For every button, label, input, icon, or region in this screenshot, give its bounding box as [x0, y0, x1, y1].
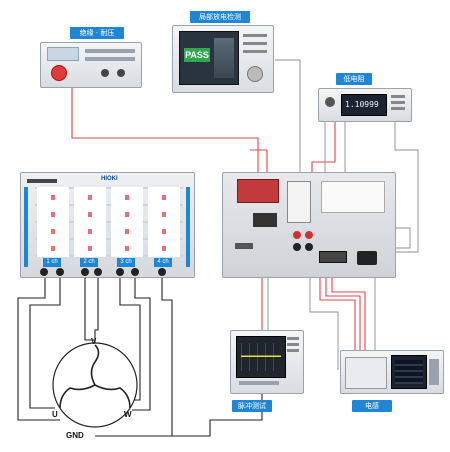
- ch3-terminal-b[interactable]: [131, 268, 139, 276]
- ch4-wire: [95, 275, 173, 437]
- channel-3-label: 3 ch: [117, 258, 135, 267]
- ch2-terminal-b[interactable]: [94, 268, 102, 276]
- scanner-to-analyzer-wire-1: [319, 275, 356, 370]
- power-analyzer-device[interactable]: [340, 350, 444, 394]
- pass-indicator: PASS: [184, 48, 210, 62]
- scanner-to-analyzer-wire-gray: [309, 272, 339, 370]
- surge-tester-screen: [236, 336, 286, 378]
- rear-hv-port[interactable]: [253, 213, 277, 227]
- rear-black-jack-1[interactable]: [293, 243, 301, 251]
- rotary-knob[interactable]: [247, 66, 263, 82]
- analyzer-screen: [391, 355, 427, 389]
- scanner-left-rail: [24, 187, 28, 267]
- meter-keys-2: [391, 101, 405, 104]
- rear-white-module: [287, 181, 311, 223]
- scanner-relay-indicators: [35, 187, 183, 257]
- rear-red-jack-2[interactable]: [305, 231, 313, 239]
- resistance-to-scanner-wire-c: [380, 120, 419, 253]
- rear-black-jack-2[interactable]: [305, 243, 313, 251]
- insulation-to-scanner-wire: [71, 88, 259, 186]
- analyzer-side-keys: [429, 359, 439, 385]
- resistance-meter-label: 低电阻: [336, 73, 372, 85]
- scanner-to-analyzer-wire-2: [325, 275, 361, 370]
- rear-red-connector-block[interactable]: [237, 179, 279, 203]
- meter-keys-3: [391, 107, 405, 110]
- surge-waveform: [241, 343, 281, 371]
- ground-label: GND: [66, 431, 84, 440]
- ch2-terminal-a[interactable]: [81, 268, 89, 276]
- panel-buttons-3: [243, 50, 267, 53]
- insulation-tester-knob-2[interactable]: [117, 69, 125, 77]
- resistance-meter-device[interactable]: 1.10999: [318, 88, 412, 122]
- phase-u-label: U: [52, 410, 58, 419]
- phase-w-label: W: [124, 410, 132, 419]
- ch4-terminal[interactable]: [158, 268, 166, 276]
- rear-interface-connector[interactable]: [319, 251, 347, 263]
- analyzer-readouts: [395, 360, 423, 384]
- channel-1-label: 1 ch: [43, 258, 61, 267]
- motor-windings: [59, 344, 131, 409]
- power-analyzer-label: 电感: [352, 400, 392, 412]
- resistance-reading: 1.10999: [345, 100, 379, 109]
- insulation-tester-keypad-row: [85, 57, 135, 61]
- rear-label-plate: [321, 181, 385, 213]
- surge-tester-device[interactable]: [230, 330, 304, 394]
- scanner-to-analyzer-wire-3: [331, 275, 366, 370]
- ch1-terminal-b[interactable]: [56, 268, 64, 276]
- insulation-tester-keypad: [85, 49, 135, 53]
- phase-v-label: V: [91, 337, 97, 346]
- partial-discharge-device[interactable]: PASS: [172, 25, 274, 93]
- channel-scanner-device[interactable]: HIOKI 1 ch 2 ch 3 ch 4 ch: [20, 172, 195, 278]
- insulation-tester-device[interactable]: [40, 42, 142, 88]
- rear-serial-port[interactable]: [235, 243, 253, 249]
- ch3-terminal-a[interactable]: [116, 268, 124, 276]
- ch2-wire-a: [84, 275, 95, 341]
- insulation-tester-display: [47, 47, 79, 61]
- insulation-tester-label: 绝缘 · 耐压: [70, 27, 124, 39]
- rear-power-inlet[interactable]: [357, 251, 377, 265]
- screen-graph-area: [214, 38, 234, 78]
- ch1-terminal-a[interactable]: [40, 268, 48, 276]
- emergency-stop-button[interactable]: [51, 65, 67, 81]
- ch1-wire-b: [29, 275, 61, 409]
- surge-keys: [287, 337, 299, 340]
- resistance-meter-display: 1.10999: [341, 94, 387, 116]
- surge-keys-2: [287, 343, 299, 346]
- scanner-brand: HIOKI: [101, 176, 118, 182]
- scanner-right-rail: [186, 187, 190, 267]
- surge-bottom-keys: [239, 381, 279, 385]
- rear-panel-device[interactable]: [222, 172, 396, 278]
- insulation-tester-knob[interactable]: [101, 69, 109, 77]
- scanner-header-bar: [27, 179, 57, 183]
- panel-buttons-2: [243, 42, 267, 45]
- meter-keys: [391, 95, 405, 98]
- channel-2-label: 2 ch: [80, 258, 98, 267]
- partial-discharge-screen: PASS: [179, 31, 239, 85]
- analyzer-terminal-panel: [345, 357, 387, 389]
- ch2-wire-b: [94, 275, 99, 345]
- panel-buttons: [243, 34, 267, 37]
- ch3-wire-a: [119, 275, 141, 401]
- ch1-wire-a: [17, 275, 60, 421]
- ch3-wire-b: [132, 275, 151, 411]
- discharge-to-scanner-wire: [275, 59, 301, 186]
- partial-discharge-label: 局部放电检测: [190, 11, 250, 23]
- rear-red-jack-1[interactable]: [293, 231, 301, 239]
- surge-keys-3: [287, 349, 299, 352]
- motor-symbol: [52, 342, 138, 428]
- channel-4-label: 4 ch: [154, 258, 172, 267]
- surge-tester-label: 脉冲测试: [232, 400, 272, 412]
- power-button[interactable]: [325, 97, 335, 107]
